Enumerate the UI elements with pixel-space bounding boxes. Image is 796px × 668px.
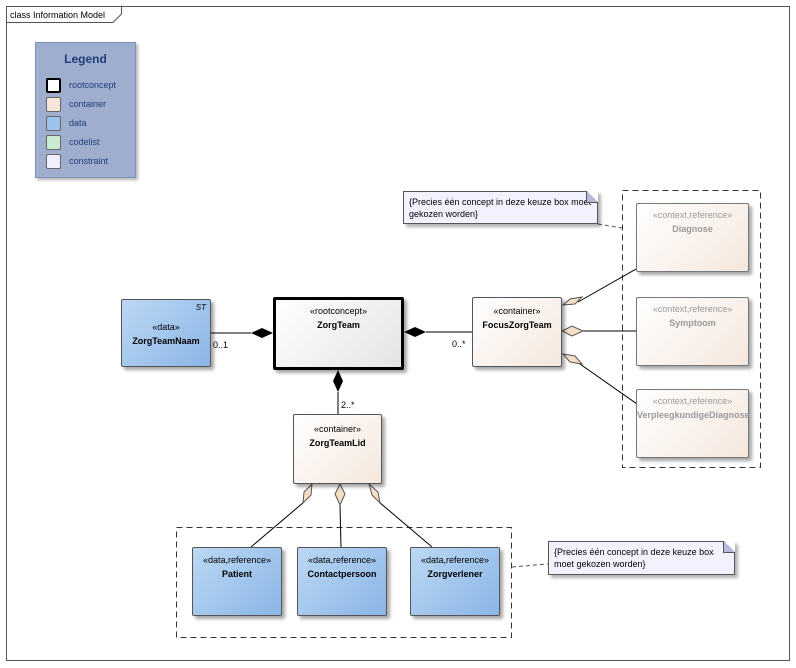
class-stereotype: «data,reference» [202, 555, 272, 565]
class-patient[interactable]: «data,reference» Patient [192, 547, 282, 616]
link-contactpersoon [339, 504, 342, 548]
choice-box-focus [622, 190, 761, 468]
class-zorgverlener[interactable]: «data,reference» Zorgverlener [410, 547, 500, 616]
class-name: Contactpersoon [307, 569, 377, 579]
class-tag: ST [195, 303, 206, 312]
class-name: Diagnose [672, 224, 713, 234]
legend-label: constraint [69, 156, 109, 166]
legend-label: rootconcept [69, 80, 117, 90]
link-verpleegkundigediagnose [579, 363, 638, 405]
legend-title: Legend [64, 52, 107, 66]
frame-title-tab [6, 6, 122, 23]
class-name: Zorgverlener [427, 569, 483, 579]
diamond-diagnose [561, 296, 584, 306]
choice-box-lid [176, 527, 512, 638]
class-name: ZorgTeamLid [309, 438, 366, 448]
multiplicity-focuszorgteam: 0..* [452, 339, 466, 349]
legend-swatch-constraint [46, 154, 61, 169]
multiplicity-zorgteamnaam: 0..1 [213, 340, 229, 350]
class-stereotype: «data,reference» [307, 555, 377, 565]
class-stereotype: «container» [493, 306, 541, 316]
class-name: ZorgTeamNaam [132, 336, 200, 346]
class-name: Symptoom [669, 318, 716, 328]
class-symptoom[interactable]: «context,reference» Symptoom [636, 297, 749, 366]
note-fold [723, 541, 735, 553]
link-zorgverlener [378, 501, 433, 548]
note-text: {Precies één concept in deze keuze box m… [554, 547, 714, 569]
class-stereotype: «rootconcept» [309, 306, 368, 316]
legend-label: codelist [69, 137, 100, 147]
diamond-zorgverlener [368, 482, 381, 505]
legend-swatch-data [46, 116, 61, 131]
class-zorgteamnaam[interactable]: ST «data» ZorgTeamNaam [121, 299, 211, 367]
diamond-verpleegkundigediagnose [561, 353, 584, 365]
multiplicity-zorgteamlid: 2..* [341, 400, 355, 410]
diamond-zorgteamlid [333, 370, 343, 392]
class-stereotype: «context,reference» [652, 304, 733, 314]
frame-title: class Information Model [10, 10, 106, 20]
class-focuszorgteam[interactable]: «container» FocusZorgTeam [472, 297, 562, 367]
class-stereotype: «context,reference» [652, 396, 733, 406]
legend-swatch-rootconcept [46, 78, 61, 93]
class-name: FocusZorgTeam [482, 320, 552, 330]
legend-swatch-container [46, 97, 61, 112]
class-name: ZorgTeam [317, 320, 360, 330]
legend-swatch-codelist [46, 135, 61, 150]
class-stereotype: «container» [313, 424, 362, 434]
class-name: Patient [221, 569, 252, 579]
diamond-contactpersoon [334, 482, 346, 507]
link-patient [250, 501, 305, 548]
class-verpleegkundigediagnose[interactable]: «context,reference» VerpleegkundigeDiagn… [636, 389, 750, 458]
class-contactpersoon[interactable]: «data,reference» Contactpersoon [297, 547, 387, 616]
class-diagnose[interactable]: «context,reference» Diagnose [636, 203, 749, 272]
note-fold [586, 191, 598, 203]
class-zorgteamlid[interactable]: «container» ZorgTeamLid [293, 414, 382, 484]
link-diagnose [577, 268, 637, 303]
legend: Legend rootconcept container data codeli… [35, 42, 136, 178]
note-link-focus [597, 223, 623, 229]
legend-label: data [69, 118, 87, 128]
class-stereotype: «data» [152, 322, 180, 332]
note-text: {Precies één concept in deze keuze box m… [409, 197, 592, 219]
legend-label: container [69, 99, 107, 109]
class-stereotype: «data,reference» [420, 555, 490, 565]
diamond-focuszorgteam [404, 327, 426, 337]
note-focus-constraint[interactable]: {Precies één concept in deze keuze box m… [403, 191, 598, 224]
diagram-frame [6, 6, 790, 661]
note-link-lid [511, 563, 549, 568]
class-stereotype: «context,reference» [652, 210, 733, 220]
class-name: VerpleegkundigeDiagnose [637, 410, 750, 420]
diamond-zorgteamnaam [251, 328, 273, 338]
class-zorgteam[interactable]: «rootconcept» ZorgTeam [273, 297, 404, 370]
diamond-patient [302, 482, 313, 505]
diamond-symptoom [560, 325, 585, 337]
note-lid-constraint[interactable]: {Precies één concept in deze keuze box m… [548, 541, 735, 575]
